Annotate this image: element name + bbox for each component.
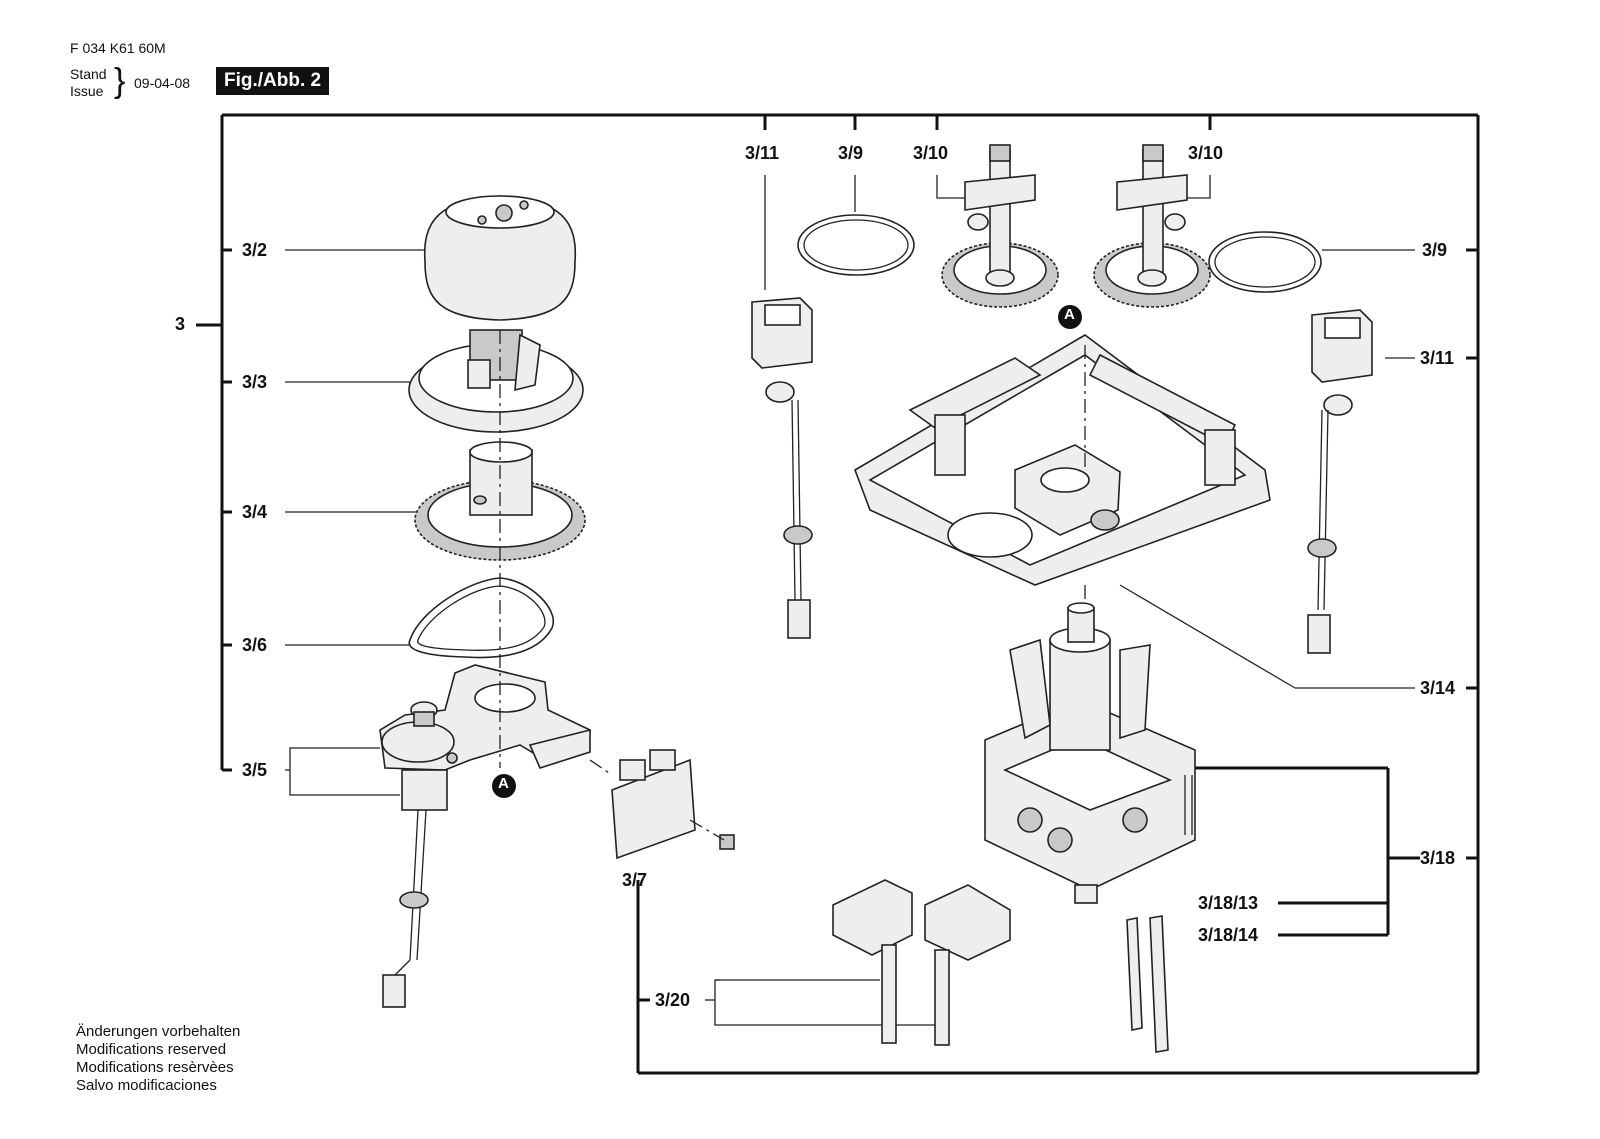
note-english: Modifications reserved <box>76 1041 227 1058</box>
callout-3-20: 3/20 <box>655 990 691 1010</box>
adjuster-gear-left <box>941 144 1059 308</box>
callout-3-10-left: 3/10 <box>913 143 949 163</box>
callout-3-6: 3/6 <box>242 635 268 655</box>
callout-3-11-top: 3/11 <box>745 143 780 163</box>
sensor-left-3-11 <box>751 297 813 639</box>
callout-3-9-right: 3/9 <box>1422 240 1448 260</box>
issue-label: Issue <box>70 83 104 99</box>
note-german: Änderungen vorbehalten <box>76 1023 241 1040</box>
callout-3-7: 3/7 <box>622 870 648 890</box>
ribbon-cable-13 <box>1126 917 1143 1031</box>
motor-cap <box>423 195 577 321</box>
issue-date: 09-04-08 <box>134 75 191 91</box>
callout-3-18-13: 3/18/13 <box>1198 893 1259 913</box>
issue-brace: } <box>114 62 126 100</box>
marker-a-top-label: A <box>1064 306 1075 323</box>
stand-label: Stand <box>70 66 107 82</box>
base-frame <box>854 334 1271 586</box>
motor-cable <box>382 809 429 1008</box>
callout-3-10-right: 3/10 <box>1188 143 1224 163</box>
sensor-boards-3-20 <box>832 879 1011 1046</box>
o-ring-left <box>797 214 915 276</box>
callout-3-14: 3/14 <box>1420 678 1456 698</box>
callout-3-2: 3/2 <box>242 240 268 260</box>
callout-3-5: 3/5 <box>242 760 268 780</box>
callout-3-3: 3/3 <box>242 372 268 392</box>
figure-badge: Fig./Abb. 2 <box>216 67 330 95</box>
marker-a-bottom-label: A <box>498 775 509 792</box>
drive-belt <box>408 577 555 659</box>
leader-lines <box>285 175 1415 1026</box>
callout-3: 3 <box>175 314 186 334</box>
marker-a-top <box>1058 305 1082 329</box>
turret-assembly <box>984 602 1196 904</box>
marker-a-bottom <box>492 774 516 798</box>
callout-3-9-top: 3/9 <box>838 143 864 163</box>
callout-3-18: 3/18 <box>1420 848 1456 868</box>
callout-3-11-right: 3/11 <box>1420 348 1455 368</box>
adjuster-gear-right <box>1093 144 1211 308</box>
motor-base-plate <box>408 329 584 433</box>
sensor-right-3-11 <box>1307 309 1373 654</box>
motor-bracket <box>379 664 591 811</box>
note-spanish: Salvo modificaciones <box>76 1077 217 1094</box>
frame-lines <box>196 113 1480 1075</box>
ribbon-cable-14 <box>1149 915 1169 1053</box>
note-french: Modifications resèrvèes <box>76 1059 234 1076</box>
sensor-board-3-7 <box>589 749 735 860</box>
callout-3-4: 3/4 <box>242 502 268 522</box>
callout-3-18-14: 3/18/14 <box>1198 925 1259 945</box>
o-ring-right <box>1208 231 1322 293</box>
part-number: F 034 K61 60M <box>70 40 166 56</box>
